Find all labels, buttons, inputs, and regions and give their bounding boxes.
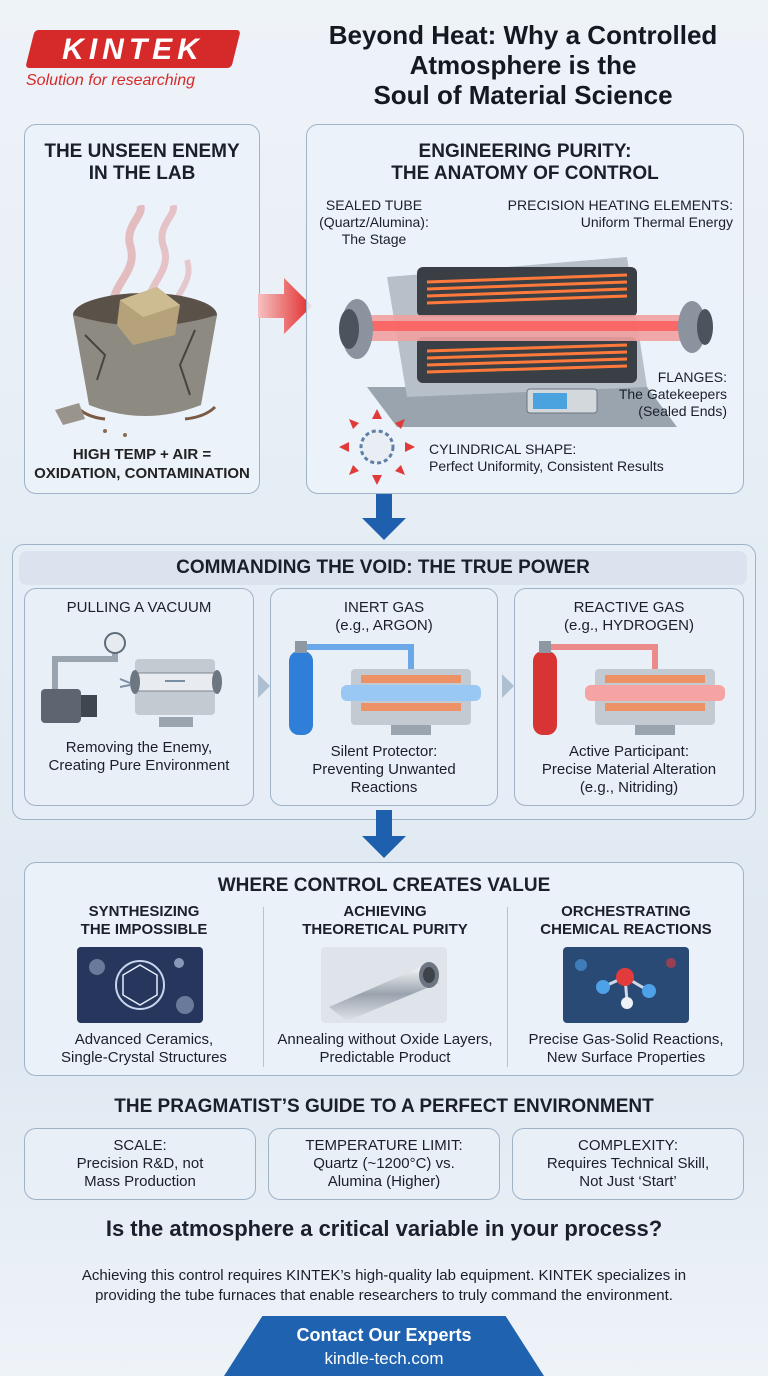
guide-title: THE PRAGMATIST’S GUIDE TO A PERFECT ENVI… (114, 1096, 654, 1117)
value-title: WHERE CONTROL CREATES VALUE (217, 875, 551, 896)
value-divider-2 (507, 907, 508, 1067)
inert-gas-card: INERT GAS (e.g., ARGON) Silent Protector… (270, 588, 498, 806)
brand-logo: KINTEK Solution for researching (25, 30, 241, 92)
heating-elements-label: PRECISION HEATING ELEMENTS: Uniform Ther… (507, 197, 733, 230)
cta-label: Contact Our Experts (296, 1325, 472, 1345)
enemy-title: THE UNSEEN ENEMY IN THE LAB (44, 141, 240, 184)
value-col-purity: ACHIEVING THEORETICAL PURITY Annealing w… (277, 903, 493, 1066)
down-arrow-icon-1 (362, 518, 406, 540)
reactive-card-title: REACTIVE GAS (e.g., HYDROGEN) (563, 599, 695, 634)
anatomy-title: ENGINEERING PURITY: THE ANATOMY OF CONTR… (391, 141, 659, 184)
inert-card-title: INERT GAS (e.g., ARGON) (335, 599, 433, 634)
vacuum-card: PULLING A VACUUM Removing the Enemy, Cre… (24, 588, 254, 806)
tube-furnace-icon (339, 257, 713, 427)
down-arrow-stem-2 (376, 810, 392, 838)
contact-experts-button[interactable]: Contact Our Experts kindle-tech.com (224, 1316, 544, 1376)
down-arrow-icon-2 (362, 836, 406, 858)
value-col-reactions: ORCHESTRATING CHEMICAL REACTIONS Precise… (528, 903, 724, 1066)
molecule-icon (563, 947, 689, 1023)
inert-card-desc: Silent Protector: Preventing Unwanted Re… (312, 743, 456, 796)
guide-box-temperature: TEMPERATURE LIMIT: Quartz (~1200°C) vs. … (268, 1128, 500, 1200)
value-col-synth: SYNTHESIZING THE IMPOSSIBLE Advanced Cer… (61, 903, 227, 1066)
hydrogen-cylinder-icon (533, 641, 725, 735)
vacuum-pump-icon (41, 632, 222, 727)
cylindrical-label: CYLINDRICAL SHAPE: Perfect Uniformity, C… (429, 441, 664, 474)
chevron-right-icon-2 (502, 674, 514, 698)
vacuum-card-title: PULLING A VACUUM (66, 599, 212, 616)
guide-box-complexity: COMPLEXITY: Requires Technical Skill, No… (512, 1128, 744, 1200)
flanges-label: FLANGES: The Gatekeepers (Sealed Ends) (618, 369, 727, 419)
logo-tagline: Solution for researching (26, 72, 195, 89)
logo-text: KINTEK (62, 33, 204, 66)
anatomy-panel: ENGINEERING PURITY: THE ANATOMY OF CONTR… (306, 124, 744, 494)
value-panel: WHERE CONTROL CREATES VALUE SYNTHESIZING… (24, 862, 744, 1076)
page-title: Beyond Heat: Why a Controlled Atmosphere… (328, 20, 718, 110)
vacuum-card-desc: Removing the Enemy, Creating Pure Enviro… (48, 739, 230, 774)
sealed-tube-label: SEALED TUBE (Quartz/Alumina): The Stage (319, 197, 429, 247)
guide-box-scale: SCALE: Precision R&D, not Mass Productio… (24, 1128, 256, 1200)
cta-shape (224, 1316, 544, 1376)
cta-url[interactable]: kindle-tech.com (324, 1349, 444, 1368)
enemy-panel: THE UNSEEN ENEMY IN THE LAB HIGH TEMP + … (24, 124, 260, 494)
metal-pipe-icon (321, 947, 447, 1023)
chevron-right-icon-1 (258, 674, 270, 698)
nanostructure-icon (77, 947, 203, 1023)
reactive-card-desc: Active Participant: Precise Material Alt… (541, 743, 717, 796)
reactive-gas-card: REACTIVE GAS (e.g., HYDROGEN) Active Par… (514, 588, 744, 806)
down-arrow-stem-1 (376, 494, 392, 520)
value-divider-1 (263, 907, 264, 1067)
void-title-bar: COMMANDING THE VOID: THE TRUE POWER (19, 551, 747, 585)
argon-cylinder-icon (289, 641, 481, 735)
enemy-caption: HIGH TEMP + AIR = OXIDATION, CONTAMINATI… (34, 446, 250, 482)
closing-paragraph: Achieving this control requires KINTEK’s… (81, 1267, 687, 1304)
void-title: COMMANDING THE VOID: THE TRUE POWER (176, 557, 590, 578)
question-heading: Is the atmosphere a critical variable in… (105, 1216, 663, 1241)
cracked-crucible-icon (55, 205, 217, 437)
uniform-heat-icon (339, 409, 415, 485)
red-arrow-icon (258, 278, 312, 334)
